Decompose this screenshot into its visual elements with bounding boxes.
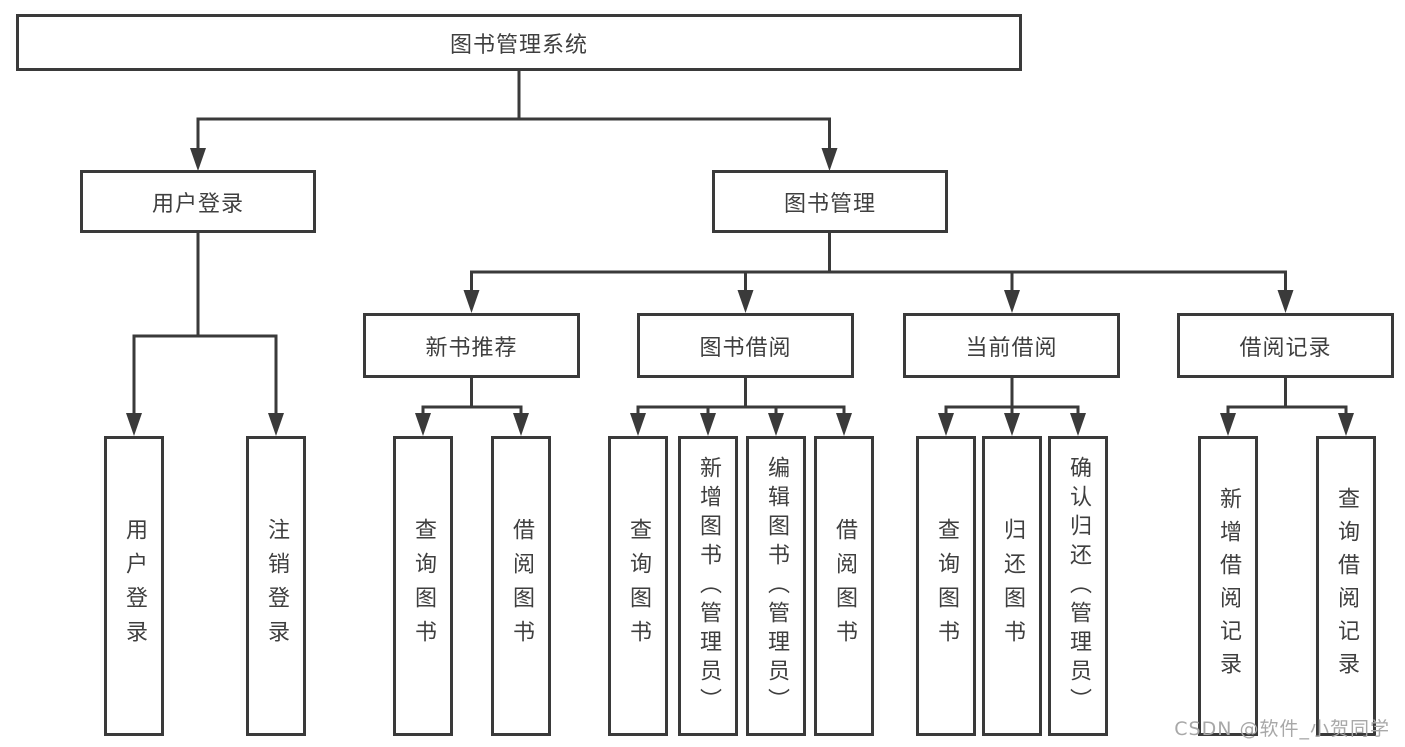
leaf-query-books-borrowing: 查询图书	[608, 436, 668, 736]
leaf-add-books-admin: 新增图书（管理员）	[678, 436, 738, 736]
leaf-user-login: 用户登录	[104, 436, 164, 736]
leaf-query-books-current: 查询图书	[916, 436, 976, 736]
node-book-borrowing: 图书借阅	[637, 313, 854, 378]
node-current-borrowing: 当前借阅	[903, 313, 1120, 378]
node-book-management: 图书管理	[712, 170, 948, 233]
node-root: 图书管理系统	[16, 14, 1022, 71]
leaf-query-books-recommend: 查询图书	[393, 436, 453, 736]
leaf-confirm-return-admin: 确认归还（管理员）	[1048, 436, 1108, 736]
leaf-return-books: 归还图书	[982, 436, 1042, 736]
node-new-book-recommendation: 新书推荐	[363, 313, 580, 378]
node-borrowing-records: 借阅记录	[1177, 313, 1394, 378]
leaf-add-borrow-record: 新增借阅记录	[1198, 436, 1258, 736]
leaf-logout: 注销登录	[246, 436, 306, 736]
leaf-edit-books-admin: 编辑图书（管理员）	[746, 436, 806, 736]
leaf-query-borrow-record: 查询借阅记录	[1316, 436, 1376, 736]
leaf-borrow-books-recommend: 借阅图书	[491, 436, 551, 736]
leaf-borrow-books-borrowing: 借阅图书	[814, 436, 874, 736]
watermark-csdn: CSDN @软件_小贺同学	[1174, 718, 1390, 740]
node-user-login: 用户登录	[80, 170, 316, 233]
